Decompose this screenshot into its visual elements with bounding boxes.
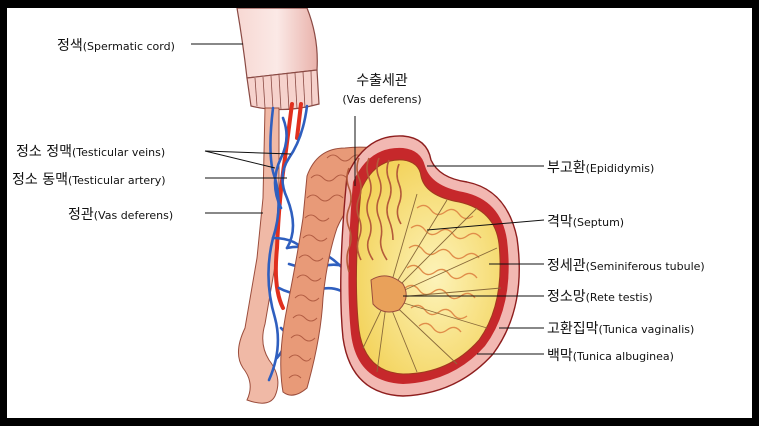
label-septum-ko: 격막 (547, 214, 573, 230)
label-vas-deferens-en: (Vas deferens) (93, 209, 174, 222)
label-seminiferous-tubule-ko: 정세관 (547, 258, 586, 274)
anatomy-illustration (191, 8, 545, 404)
label-efferent-ducts: 수출세관 (Vas deferens) (332, 74, 432, 105)
efferent-ducts-shape (346, 157, 402, 273)
label-vas-deferens: 정관(Vas deferens) (68, 206, 173, 222)
label-efferent-ducts-ko: 수출세관 (356, 73, 408, 89)
spermatic-cord-shape (236, 8, 320, 111)
label-epididymis: 부고환(Epididymis) (547, 159, 654, 175)
label-vas-deferens-ko: 정관 (68, 207, 94, 223)
label-septum: 격막(Septum) (547, 213, 624, 229)
label-spermatic-cord: 정색(Spermatic cord) (57, 37, 175, 53)
label-rete-testis-en: (Rete testis) (585, 291, 653, 304)
label-epididymis-ko: 부고환 (547, 160, 586, 176)
label-testicular-artery: 정소 동맥(Testicular artery) (12, 171, 166, 187)
label-seminiferous-tubule: 정세관(Seminiferous tubule) (547, 257, 705, 273)
label-epididymis-en: (Epididymis) (585, 162, 655, 175)
vas-deferens-tube (238, 107, 280, 404)
label-spermatic-cord-en: (Spermatic cord) (82, 40, 175, 53)
label-testicular-veins-ko: 정소 정맥 (16, 144, 72, 160)
label-seminiferous-tubule-en: (Seminiferous tubule) (585, 260, 705, 273)
label-tunica-albuginea-en: (Tunica albuginea) (572, 350, 674, 363)
label-tunica-albuginea: 백막(Tunica albuginea) (547, 347, 674, 363)
leader-lines (191, 43, 545, 355)
label-tunica-vaginalis: 고환집막(Tunica vaginalis) (547, 320, 694, 336)
label-tunica-vaginalis-en: (Tunica vaginalis) (598, 323, 695, 336)
testis-capsule-shape (340, 135, 520, 397)
label-rete-testis: 정소망(Rete testis) (547, 288, 653, 304)
diagram-frame: 정색(Spermatic cord) 수출세관 (Vas deferens) 정… (7, 8, 752, 418)
label-septum-en: (Septum) (572, 216, 625, 229)
label-efferent-ducts-en: (Vas deferens) (342, 93, 422, 106)
label-testicular-veins: 정소 정맥(Testicular veins) (16, 143, 165, 159)
label-tunica-vaginalis-ko: 고환집막 (547, 321, 599, 337)
label-testicular-artery-en: (Testicular artery) (67, 174, 166, 187)
label-testicular-veins-en: (Testicular veins) (71, 146, 166, 159)
label-rete-testis-ko: 정소망 (547, 289, 586, 305)
label-spermatic-cord-ko: 정색 (57, 38, 83, 54)
label-testicular-artery-ko: 정소 동맥 (12, 172, 68, 188)
label-tunica-albuginea-ko: 백막 (547, 348, 573, 364)
rete-testis-shape (370, 275, 407, 313)
seminiferous-tubules-shape (404, 204, 482, 334)
